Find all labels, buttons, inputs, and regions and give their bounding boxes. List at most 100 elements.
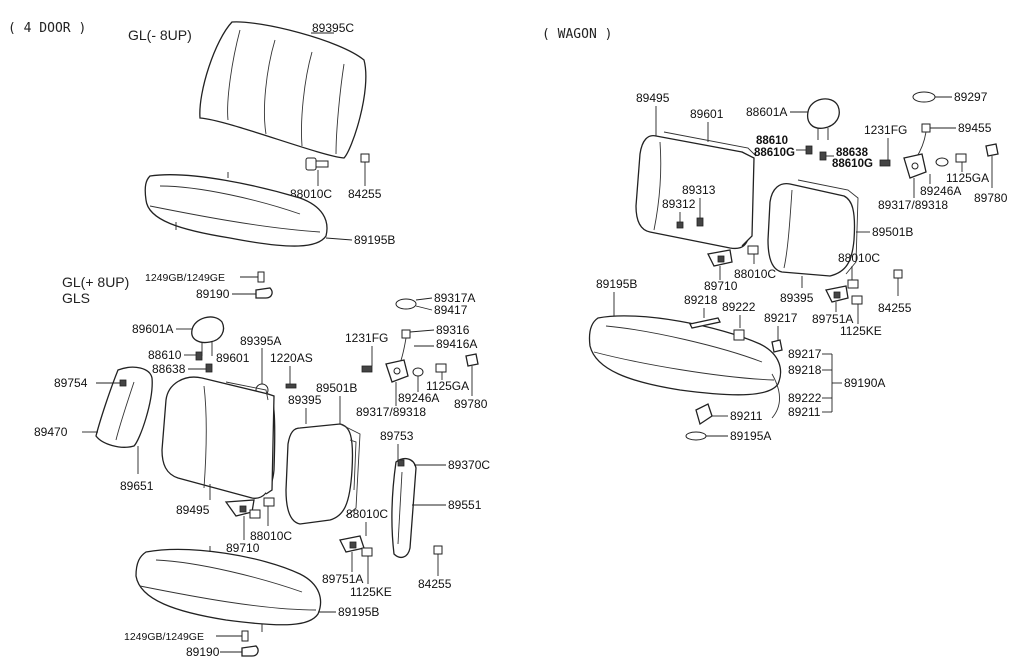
- wagon-seat-back-89495: [635, 131, 757, 250]
- label-84255-a: 84255: [348, 187, 382, 201]
- part-w89312: [676, 221, 684, 229]
- striker-89316: [401, 329, 411, 339]
- label-w1125ke: 1125KE: [840, 324, 882, 338]
- label-89710-a: 89710: [226, 541, 260, 555]
- bracket-89780-a: [465, 353, 479, 367]
- headrest-88601a: [806, 98, 840, 140]
- guide-88610-a: [195, 351, 203, 361]
- striker-w89455: [921, 123, 931, 133]
- label-w89313: 89313: [682, 183, 716, 197]
- label-w89317-89318: 89317/89318: [878, 198, 948, 212]
- clip-w89217: [771, 339, 783, 353]
- bolt-1231fg-a: [361, 365, 373, 373]
- label-89753: 89753: [380, 429, 414, 443]
- side-panel-89551: [391, 457, 417, 559]
- cover-89297: [912, 91, 936, 103]
- label-89501b-a: 89501B: [316, 381, 357, 395]
- label-89651: 89651: [120, 479, 154, 493]
- label-w88010c-a: 88010C: [734, 267, 776, 281]
- label-89416a: 89416A: [436, 337, 477, 351]
- seat-cushion-89195b-b: [135, 546, 322, 632]
- label-w89217-b: 89217: [788, 347, 822, 361]
- label-w88610g-a: 88610G: [754, 147, 795, 159]
- label-89195b-a: 89195B: [354, 233, 395, 247]
- label-89551: 89551: [448, 498, 482, 512]
- bolt-w88010c-b: [847, 279, 859, 289]
- label-88010c-a: 88010C: [290, 187, 332, 201]
- label-88610-a: 88610: [148, 348, 182, 362]
- header-gl-plus-8up: GL(+ 8UP): [62, 274, 129, 290]
- label-w89211-b: 89211: [788, 405, 821, 419]
- part-w89313: [696, 217, 704, 227]
- label-89370c: 89370C: [448, 458, 490, 472]
- label-89190-a: 89190: [196, 287, 230, 301]
- label-89317-89318-a: 89317/89318: [356, 405, 426, 419]
- label-89190-b: 89190: [186, 645, 220, 659]
- bolt-w84255: [893, 269, 903, 279]
- hinge-89710-a: [224, 497, 275, 519]
- label-w89495: 89495: [636, 91, 670, 105]
- label-w89501b: 89501B: [872, 225, 913, 239]
- hinge-w89751a: [825, 285, 863, 305]
- bolt-84255-b: [433, 545, 443, 555]
- label-1125ga-a: 1125GA: [426, 379, 469, 393]
- label-w89195a: 89195A: [730, 429, 771, 443]
- seat-cushion-89195b-a: [144, 172, 328, 247]
- label-89246a-a: 89246A: [398, 391, 439, 405]
- label-89601-a: 89601: [216, 351, 250, 365]
- label-w89246a: 89246A: [920, 184, 961, 198]
- guide-88638-a: [205, 363, 213, 373]
- hook-89190-a: [255, 287, 273, 299]
- seat-back-89495-a: [161, 376, 276, 499]
- label-w88610g-b: 88610G: [832, 158, 873, 170]
- label-w1231fg: 1231FG: [864, 123, 907, 137]
- wagon-seat-back-89395: [767, 179, 859, 277]
- label-89316: 89316: [436, 323, 470, 337]
- bolt-w1231fg: [879, 159, 891, 167]
- bolt-1125ga-a: [435, 363, 447, 373]
- label-w88601a: 88601A: [746, 105, 787, 119]
- label-88638-a: 88638: [152, 362, 186, 376]
- seat-back-89395c: [199, 21, 367, 159]
- label-1220as: 1220AS: [270, 351, 313, 365]
- label-w89780: 89780: [974, 191, 1008, 205]
- label-89601a-a: 89601A: [132, 322, 173, 336]
- label-w89222-a: 89222: [722, 300, 756, 314]
- hinge-89751a-a: [339, 535, 373, 557]
- label-88010c-c: 88010C: [346, 507, 388, 521]
- screw-1220as: [285, 383, 297, 389]
- label-w89211-a: 89211: [730, 409, 763, 423]
- label-w89455: 89455: [958, 121, 992, 135]
- bolt-1249-a: [257, 271, 265, 283]
- label-89395-a: 89395: [288, 393, 322, 407]
- label-w89195b: 89195B: [596, 277, 637, 291]
- bracket-w89211: [695, 403, 713, 426]
- label-w89312: 89312: [662, 197, 696, 211]
- knob-w89246a: [935, 157, 949, 167]
- hook-89190-b: [241, 645, 259, 657]
- label-89317a: 89317A: [434, 291, 475, 305]
- label-89754: 89754: [54, 376, 88, 390]
- label-89417: 89417: [434, 303, 468, 317]
- label-w89751a: 89751A: [812, 312, 853, 326]
- label-w89218-b: 89218: [788, 363, 822, 377]
- label-89780-a: 89780: [454, 397, 488, 411]
- bolt-w1125ga: [955, 153, 967, 163]
- label-1249gb-1249ge-a: 1249GB/1249GE: [145, 272, 225, 284]
- label-w89218-a: 89218: [684, 293, 718, 307]
- label-89395a: 89395A: [240, 334, 281, 348]
- guide-w88610: [805, 145, 813, 155]
- label-w88638: 88638: [836, 147, 869, 159]
- label-89495-a: 89495: [176, 503, 210, 517]
- label-w88010c-b: 88010C: [838, 251, 880, 265]
- label-w84255: 84255: [878, 301, 912, 315]
- label-w88610: 88610: [756, 135, 788, 147]
- header-gls: GLS: [62, 290, 90, 306]
- label-w1125ga: 1125GA: [946, 171, 989, 185]
- label-w89601: 89601: [690, 107, 724, 121]
- seat-back-89395-a: [285, 423, 361, 525]
- wagon-seat-cushion-89195b: [588, 315, 782, 419]
- bolt-88010c-a: [305, 157, 329, 171]
- bolt-1249-b: [241, 630, 249, 642]
